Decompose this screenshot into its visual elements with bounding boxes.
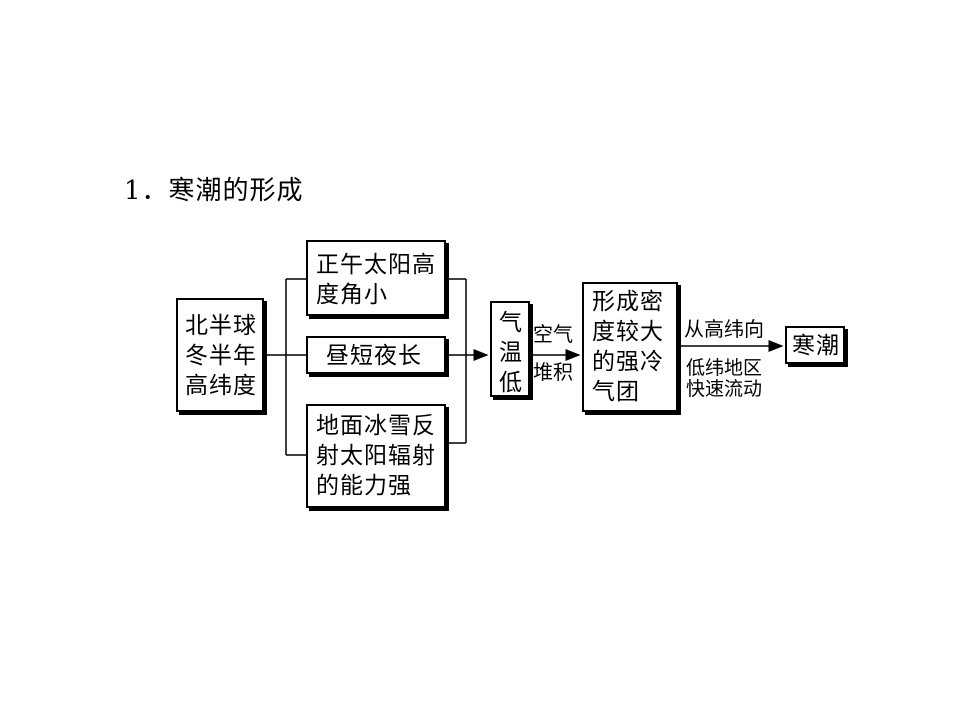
airmass-line-3: 的强冷 <box>592 349 664 375</box>
cause-3-line-3: 的能力强 <box>316 473 412 499</box>
cause-3-line-1: 地面冰雪反 <box>316 413 436 439</box>
cause-2-line-1: 昼短夜长 <box>326 343 422 369</box>
airmass-line-2: 度较大 <box>592 319 664 345</box>
arrow2-label-bottom-1: 低纬地区 <box>686 357 763 379</box>
cold-air-mass-box: 形成密 度较大 的强冷 气团 <box>582 282 678 412</box>
cold-wave-result-box: 寒潮 <box>785 326 845 364</box>
cause-3-line-2: 射太阳辐射 <box>316 443 436 469</box>
arrow2-label-bottom-2: 快速流动 <box>686 378 763 400</box>
airmass-line-4: 气团 <box>592 379 640 405</box>
cause-1-line-2: 度角小 <box>316 282 388 308</box>
temperature-low-box: 气 温 低 <box>490 301 530 397</box>
cause-1-line-1: 正午太阳高 <box>316 252 436 278</box>
source-box: 北半球 冬半年 高纬度 <box>176 298 264 412</box>
temp-line-2: 温 <box>499 340 523 366</box>
source-line-1: 北半球 <box>185 313 257 339</box>
arrow1-label-bottom: 堆积 <box>533 360 573 384</box>
temp-line-1: 气 <box>499 310 523 336</box>
airmass-line-1: 形成密 <box>592 289 664 315</box>
temp-line-3: 低 <box>499 370 523 396</box>
cause-box-snow-reflection: 地面冰雪反 射太阳辐射 的能力强 <box>306 404 446 508</box>
source-line-2: 冬半年 <box>185 343 257 369</box>
source-line-3: 高纬度 <box>185 373 257 399</box>
cause-box-day-night: 昼短夜长 <box>306 336 446 374</box>
page-title: 1．寒潮的形成 <box>124 176 304 206</box>
cause-box-sun-angle: 正午太阳高 度角小 <box>306 240 446 316</box>
result-text: 寒潮 <box>792 333 840 359</box>
arrow1-label-top: 空气 <box>533 322 573 346</box>
arrow2-label-top: 从高纬向 <box>684 317 764 341</box>
